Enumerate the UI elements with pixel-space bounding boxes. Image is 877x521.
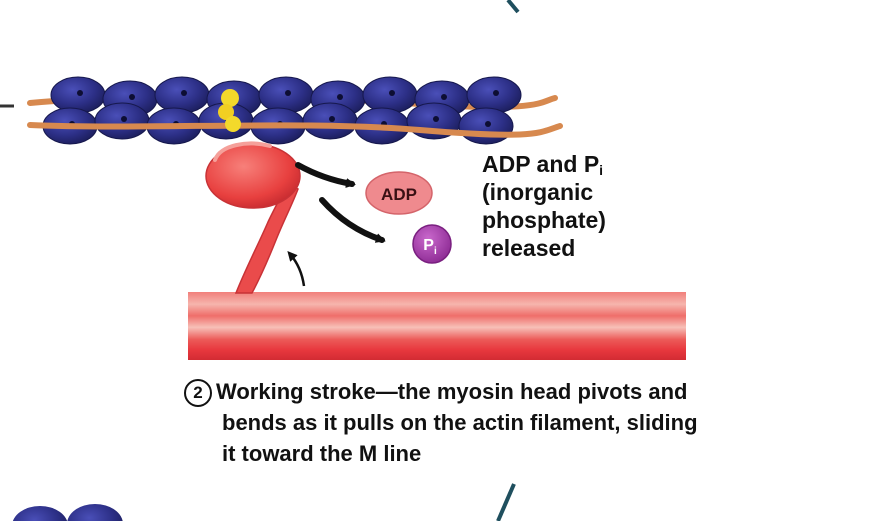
release-line-4: released: [482, 235, 576, 261]
step-number-badge: 2: [184, 379, 212, 407]
actin-binding-site: [181, 90, 187, 96]
pivot-arrow: [287, 250, 306, 287]
pi-label: Pi: [423, 237, 437, 257]
caption-line-2: bends as it pulls on the actin filament,…: [222, 410, 698, 435]
phosphate-molecule: Pi: [412, 224, 452, 264]
adp-label: ADP: [381, 185, 417, 204]
pi-label-main: P: [423, 237, 434, 254]
actin-binding-site: [493, 90, 499, 96]
actin-binding-site: [77, 90, 83, 96]
release-label: ADP and Pi (inorganic phosphate) release…: [482, 150, 652, 262]
tropomyosin-strand-lower: [27, 122, 563, 138]
adp-release-arrow: [295, 162, 356, 188]
thick-filament: [188, 292, 686, 360]
cropped-actin-fragment: [12, 504, 123, 521]
actin-binding-site: [433, 116, 439, 122]
actin-binding-site: [485, 121, 491, 127]
adp-molecule: ADP: [365, 171, 433, 215]
thin-filament: [27, 76, 563, 145]
bottom-connector-line: [496, 483, 516, 521]
actin-binding-site: [121, 116, 127, 122]
actin-binding-site: [329, 116, 335, 122]
myosin-head-tip: [213, 141, 272, 162]
caption-line-1-text: Working stroke—the myosin head pivots an…: [216, 379, 688, 404]
release-line-1-prefix: ADP and P: [482, 151, 600, 177]
actin-binding-site: [129, 94, 135, 100]
caption-line-3: it toward the M line: [222, 441, 422, 466]
actin-binding-site: [441, 94, 447, 100]
pi-release-arrow: [319, 197, 386, 243]
release-line-1: ADP and Pi: [482, 150, 652, 178]
release-line-1-sub: i: [599, 162, 604, 178]
release-line-2: (inorganic: [482, 179, 594, 205]
troponin-complex: [218, 89, 241, 132]
pi-label-sub: i: [434, 246, 437, 257]
release-line-3: phosphate): [482, 207, 606, 233]
actin-binding-site: [337, 94, 343, 100]
actin-binding-site: [389, 90, 395, 96]
actin-binding-site: [285, 90, 291, 96]
top-connector-line: [506, 0, 520, 14]
